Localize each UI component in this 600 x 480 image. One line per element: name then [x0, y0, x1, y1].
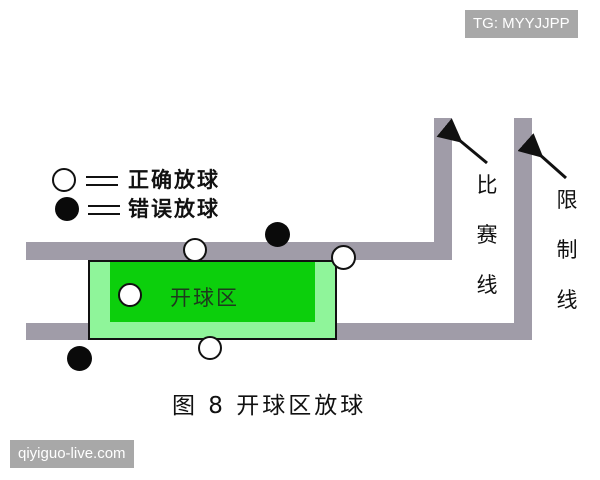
correct-ball-top: [183, 238, 207, 262]
correct-ball-inside: [118, 283, 142, 307]
equals-icon: [88, 205, 120, 215]
kickoff-zone-label: 开球区: [170, 286, 239, 310]
wrong-ball-bottom-left: [67, 346, 92, 371]
figure-caption: 图 8 开球区放球: [172, 393, 367, 419]
kickoff-zone-inner: [110, 262, 315, 322]
legend-correct-label: 正确放球: [128, 168, 220, 192]
correct-ball-corner: [331, 245, 356, 270]
watermark-bottom: qiyiguo-live.com: [10, 440, 134, 468]
wrong-ball-top: [265, 222, 290, 247]
game-line-vertical: [434, 118, 452, 260]
filled-circle-icon: [55, 197, 79, 221]
kickoff-zone: 开球区: [88, 260, 337, 340]
equals-icon: [86, 176, 118, 186]
watermark-top: TG: MYYJJPP: [465, 10, 578, 38]
open-circle-icon: [52, 168, 76, 192]
legend-wrong-label: 错误放球: [128, 197, 220, 221]
arrow-limit-line: [517, 133, 567, 180]
arrow-game-line: [436, 118, 488, 165]
limit-line-vertical: [514, 118, 532, 340]
correct-ball-bottom: [198, 336, 222, 360]
